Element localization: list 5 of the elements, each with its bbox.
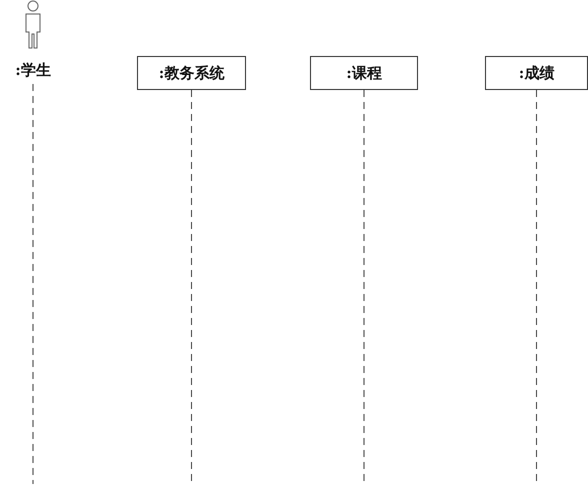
object-box: :课程 xyxy=(310,56,418,90)
object-box: :成绩 xyxy=(485,56,588,90)
lifeline xyxy=(32,84,34,484)
object-box: :教务系统 xyxy=(137,56,246,90)
actor-label: :学生 xyxy=(14,61,52,80)
